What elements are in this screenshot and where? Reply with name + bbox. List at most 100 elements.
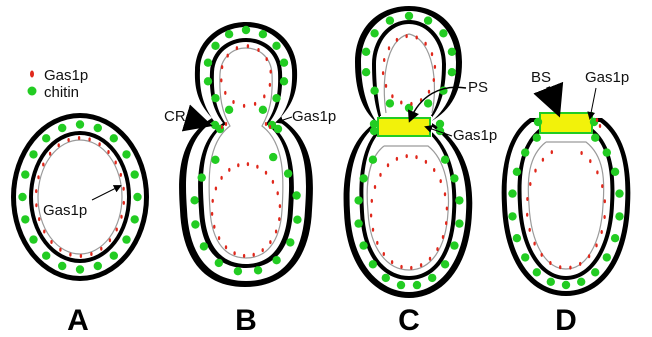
- gas1p-dot: [272, 180, 274, 184]
- gas1p-dot: [98, 142, 100, 146]
- gas1p-dot: [410, 266, 412, 270]
- gas1p-dot: [253, 253, 255, 257]
- gas1p-dot: [218, 236, 220, 240]
- gas1p-dot: [107, 150, 109, 154]
- gas1p-dot: [382, 71, 384, 75]
- chitin-dot: [615, 189, 623, 197]
- gas1p-dot: [212, 199, 214, 203]
- gas1p-dot: [225, 245, 227, 249]
- gas1p-dot: [80, 254, 82, 258]
- panel-a-cell: [11, 113, 149, 281]
- chitin-dot: [359, 174, 367, 182]
- gas1p-dot: [116, 228, 118, 232]
- gas1p-dot: [213, 225, 215, 229]
- chitin-dot: [191, 220, 199, 228]
- gas1p-dot: [221, 125, 223, 129]
- chitin-dot: [370, 87, 378, 95]
- gas1p-dot: [601, 230, 603, 234]
- chitin-dot: [508, 189, 516, 197]
- gas1p-dot: [588, 254, 590, 258]
- chitin-dot: [204, 77, 212, 85]
- chitin-dot: [122, 235, 130, 243]
- gas1p-dot: [123, 201, 125, 205]
- chitin-dot: [386, 16, 394, 24]
- gas1p-dot: [232, 100, 234, 104]
- gas1p-dot: [42, 163, 44, 167]
- gas1p-dot: [225, 122, 227, 126]
- gas1p-dot: [383, 58, 385, 62]
- gas1p-dot: [526, 197, 528, 201]
- gas1p-dot: [262, 248, 264, 252]
- gas1p-dot: [579, 262, 581, 266]
- gas1p-dot: [446, 207, 448, 211]
- gas1p-dot: [247, 44, 249, 48]
- gas1p-dot: [38, 217, 40, 221]
- gas1p-dot: [569, 266, 571, 270]
- chitin-dot: [211, 156, 219, 164]
- gas1p-dot: [551, 150, 553, 154]
- chitin-dot: [274, 125, 282, 133]
- gas1p-dot: [236, 46, 238, 50]
- gas1p-dot: [388, 46, 390, 50]
- gas1p-dot: [279, 204, 281, 208]
- gas1p-dot: [589, 159, 591, 163]
- gas1p-dot: [529, 228, 531, 232]
- gas1p-dot: [428, 90, 430, 94]
- gas1p-dot: [424, 42, 426, 46]
- chitin-dot: [577, 278, 585, 286]
- gas1p-dot: [115, 161, 117, 165]
- chitin-dot: [370, 29, 378, 37]
- chitin-dot: [131, 215, 139, 223]
- chitin-dot: [354, 219, 362, 227]
- legend: Gas1p chitin: [28, 67, 89, 101]
- gas1p-dot: [603, 215, 605, 219]
- chitin-dot: [76, 265, 84, 273]
- chitin-dot: [382, 274, 390, 282]
- gas1p-dot: [431, 52, 433, 56]
- bud-scar: [540, 113, 592, 133]
- gas1p-dot: [387, 163, 389, 167]
- chitin-dot: [413, 281, 421, 289]
- gas1p-dot: [243, 104, 245, 108]
- chitin-dot: [448, 48, 456, 56]
- gas1p-dot: [415, 155, 417, 159]
- gas1p-dot: [100, 247, 102, 251]
- chitin-dot: [362, 68, 370, 76]
- gas1p-dot: [391, 94, 393, 98]
- gas1p-dot: [122, 187, 124, 191]
- gas1p-dot: [601, 184, 603, 188]
- chitin-dot: [370, 127, 378, 135]
- panel-c-cell: [344, 6, 473, 298]
- chitin-dot: [122, 150, 130, 158]
- gas1p-dot: [227, 54, 229, 58]
- gas1p-dot: [385, 84, 387, 88]
- chitin-dot: [455, 196, 463, 204]
- gas1p-dot: [220, 78, 222, 82]
- chitin-dot: [284, 169, 292, 177]
- gas1p-dot: [228, 168, 230, 172]
- chitin-dot: [386, 99, 394, 107]
- gas1p-dot: [278, 217, 280, 221]
- gas1p-dot: [275, 230, 277, 234]
- chitin-dot: [450, 241, 458, 249]
- chitin-dot: [533, 268, 541, 276]
- chitin-dot: [21, 215, 29, 223]
- panel-b-cell: [179, 22, 313, 287]
- gas1p-dot: [542, 158, 544, 162]
- chitin-dot: [455, 219, 463, 227]
- panel-letter-b: B: [235, 304, 257, 337]
- chitin-dot: [521, 148, 529, 156]
- gas1p-dot: [383, 252, 385, 256]
- chitin-dot: [29, 235, 37, 243]
- chitin-dot: [200, 242, 208, 250]
- gas1p-dot: [220, 176, 222, 180]
- chitin-dot: [198, 173, 206, 181]
- gas1p-dot: [58, 143, 60, 147]
- chitin-dot: [533, 134, 541, 142]
- gas1p-dot: [221, 65, 223, 69]
- chitin-dot: [110, 252, 118, 260]
- chitin-dot: [133, 193, 141, 201]
- gas1p-dot: [43, 230, 45, 234]
- chitin-dot: [94, 262, 102, 270]
